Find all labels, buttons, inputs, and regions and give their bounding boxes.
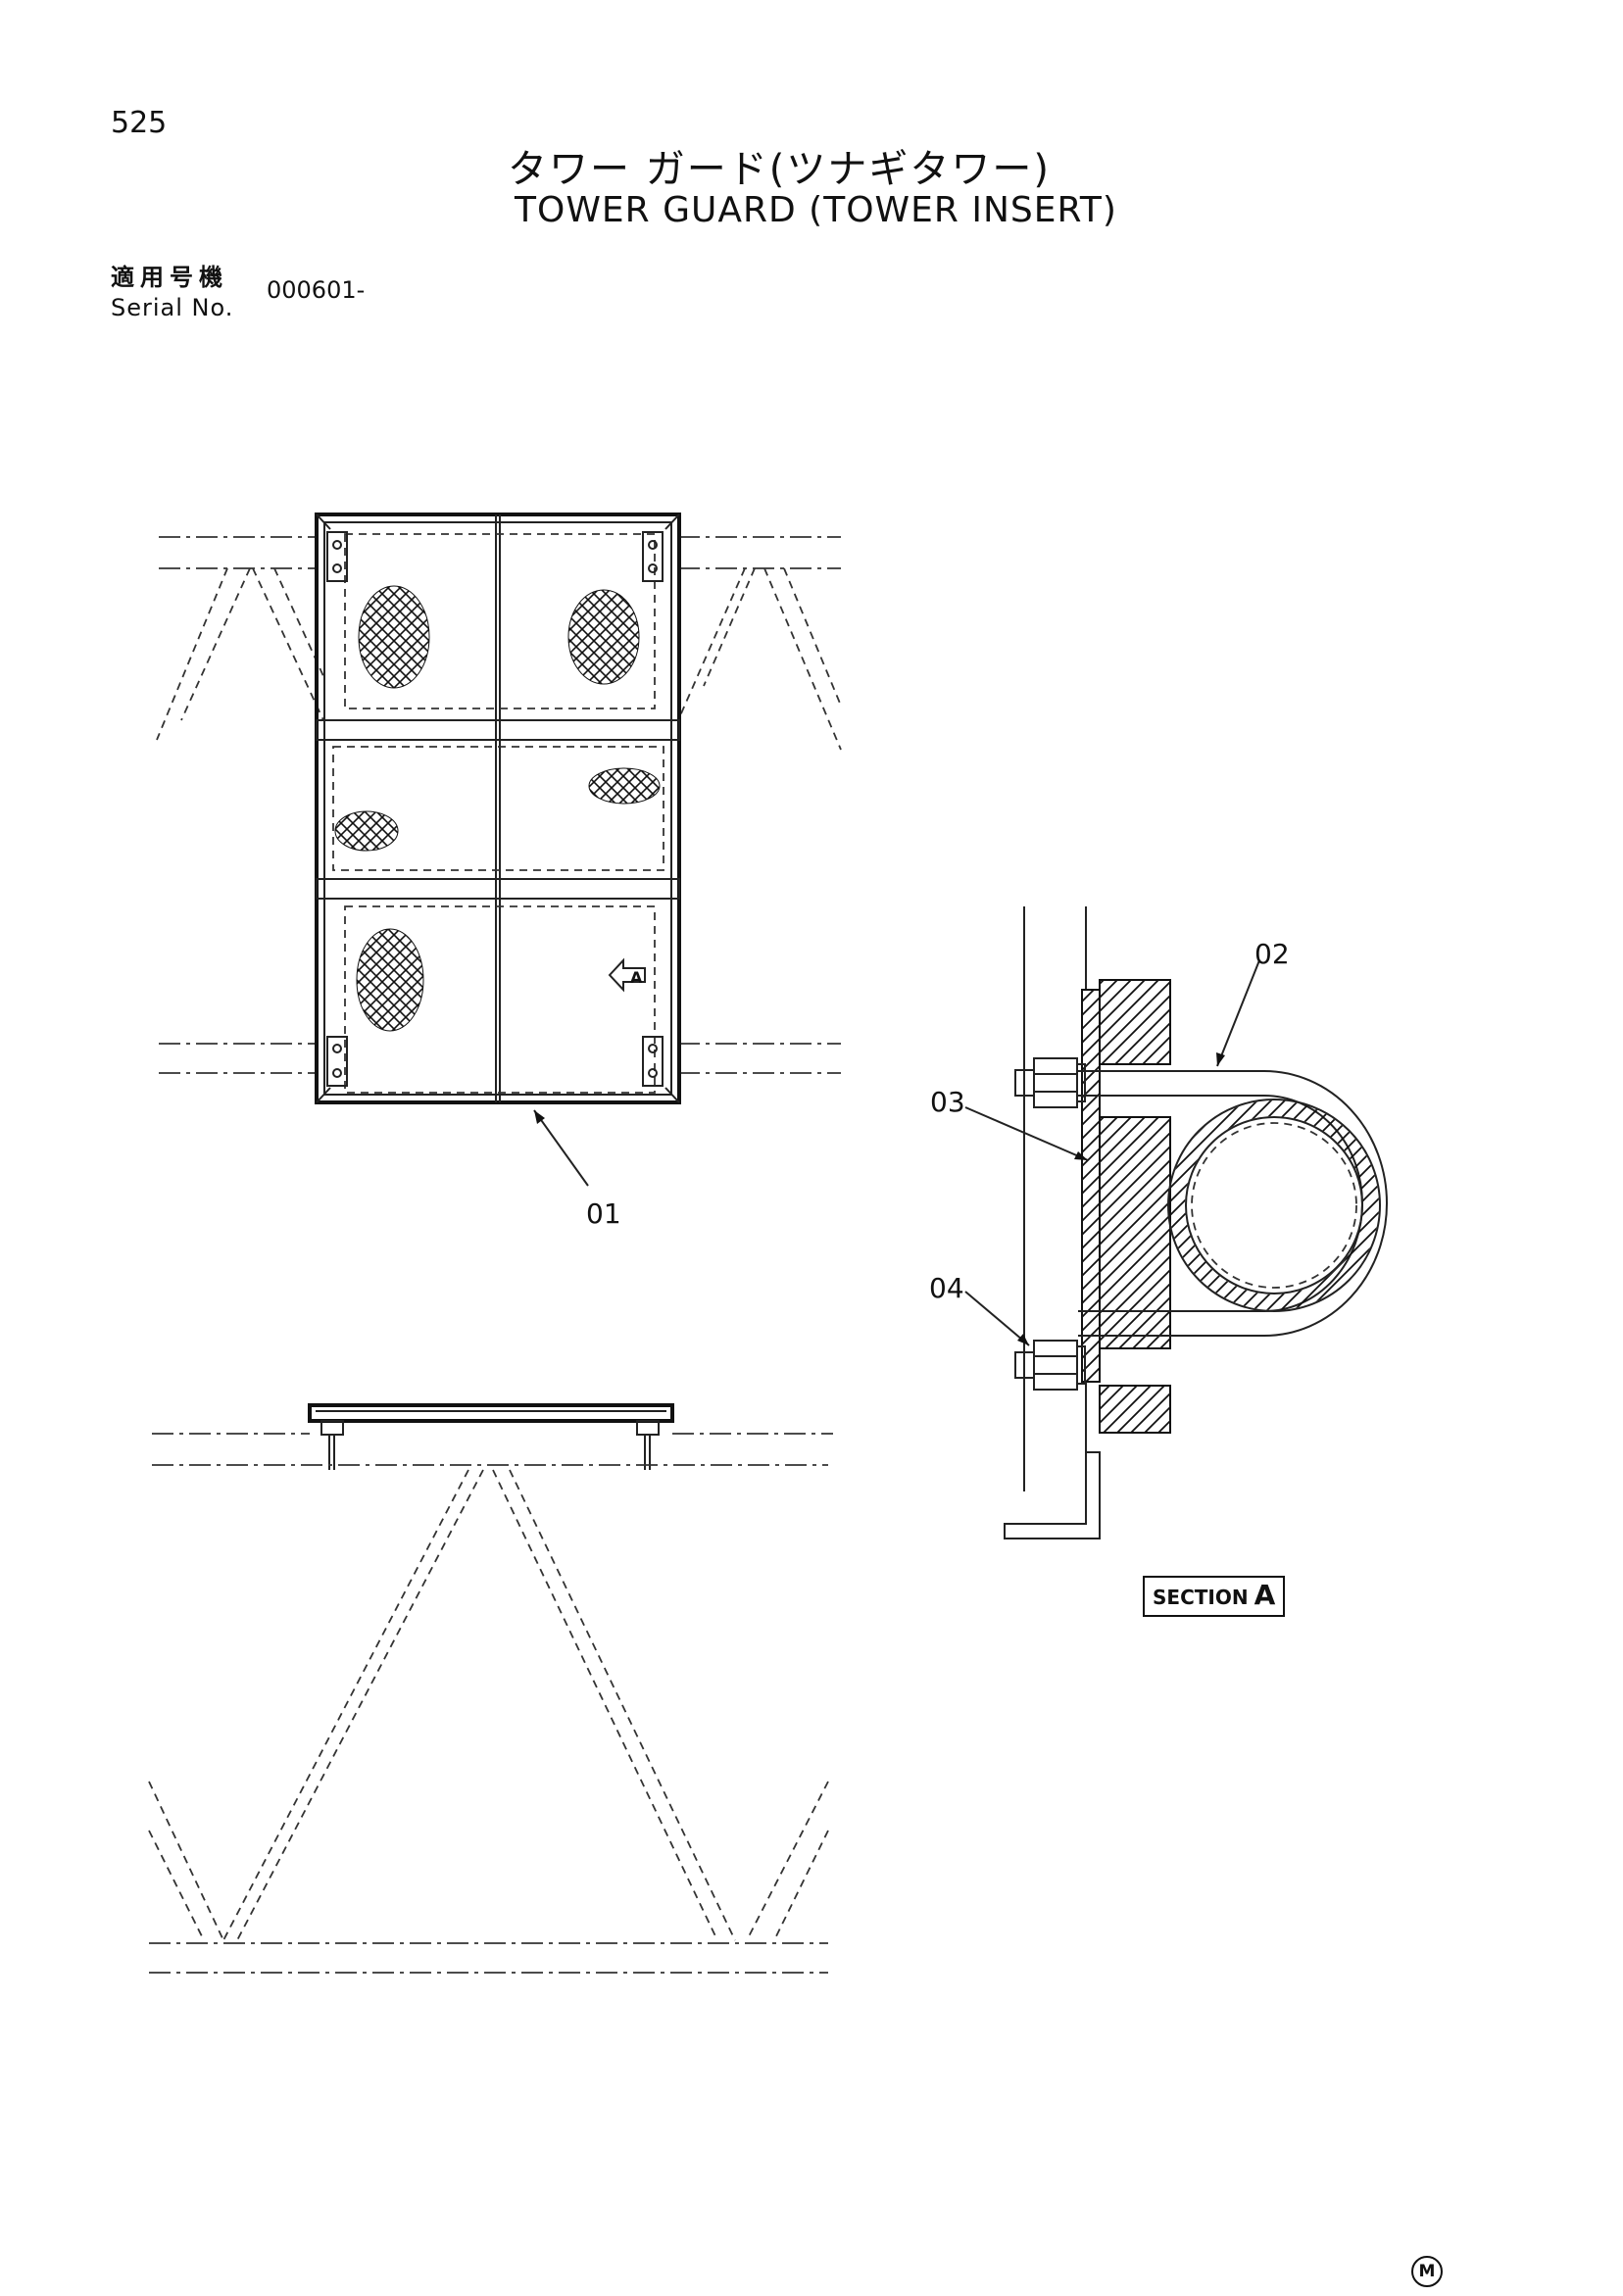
- section-label-letter: A: [1254, 1579, 1276, 1611]
- section-a-view: [964, 906, 1388, 1539]
- section-label-prefix: SECTION: [1153, 1586, 1249, 1609]
- footer-mark: M: [1411, 2256, 1443, 2287]
- page-title-japanese: タワー ガード(ツナギタワー): [508, 147, 1051, 192]
- serial-label-japanese: 適用号機: [111, 264, 228, 291]
- page-title-english: TOWER GUARD (TOWER INSERT): [515, 190, 1117, 230]
- tower-phantom-top: [156, 536, 842, 1074]
- view-marker-a: A: [630, 968, 643, 987]
- tower-guard-side-view: [148, 1403, 833, 1974]
- serial-label-english: Serial No.: [111, 294, 234, 321]
- tower-guard-top-view: [315, 513, 681, 1187]
- serial-number-value: 000601-: [267, 276, 366, 304]
- callout-02: 02: [1254, 938, 1290, 970]
- callout-04: 04: [929, 1272, 964, 1304]
- callout-03: 03: [930, 1086, 965, 1118]
- callout-01: 01: [586, 1197, 621, 1230]
- page-number: 525: [111, 106, 168, 140]
